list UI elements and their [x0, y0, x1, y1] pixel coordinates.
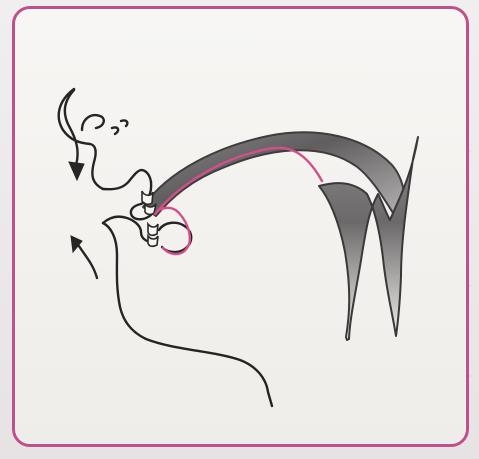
- upper-face-line: [103, 170, 151, 189]
- tooth-lower-a: [148, 224, 158, 235]
- tooth-lower-b: [148, 236, 158, 246]
- nasal-airflow-arrow: [65, 90, 78, 165]
- nostril-curve: [82, 115, 104, 130]
- tongue-front-pink: [155, 208, 190, 254]
- nostril-mark: [112, 128, 118, 134]
- small-inner-nose-line: [121, 120, 127, 126]
- nasal-arrow-head: [69, 162, 84, 180]
- lower-jaw-line: [103, 223, 272, 406]
